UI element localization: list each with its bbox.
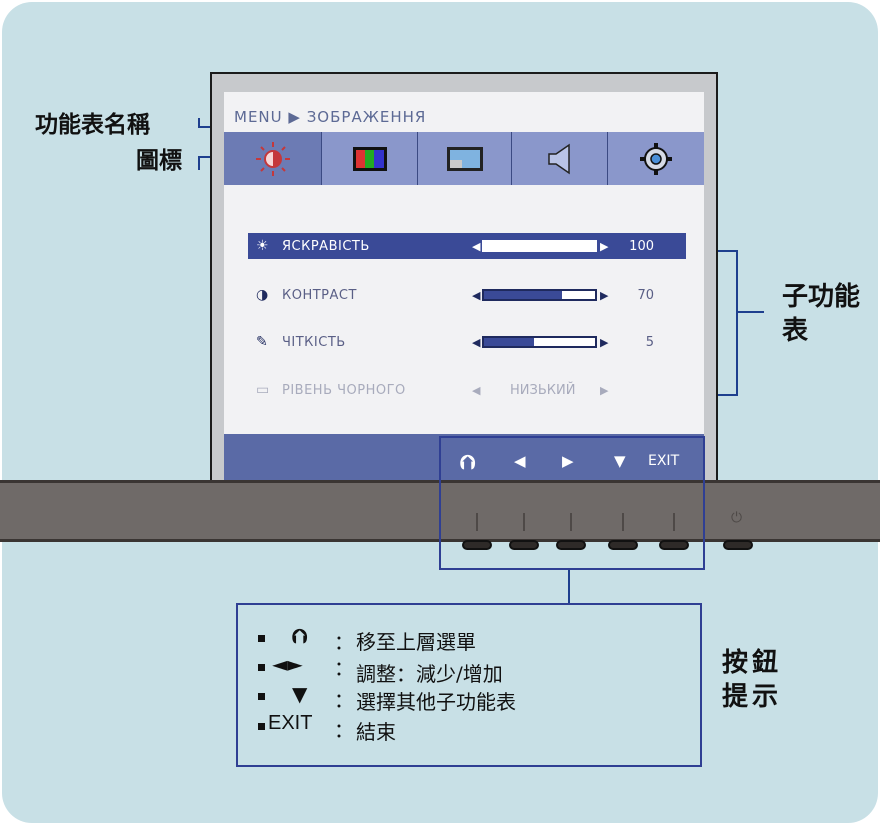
- color-bars-icon: [352, 146, 387, 171]
- power-button[interactable]: [723, 540, 753, 550]
- legend-text-up: 移至上層選單: [356, 630, 476, 654]
- row-label: ЧІТКІСТЬ: [282, 335, 346, 350]
- menu-name-leader-v: [198, 118, 200, 127]
- legend-symbol-exit: EXIT: [268, 712, 313, 734]
- exit-button[interactable]: EXIT: [648, 453, 680, 469]
- bullet: [258, 635, 265, 642]
- left-arrow-icon: ◀: [472, 384, 481, 397]
- right-arrow-icon: ▶: [600, 240, 609, 253]
- button-hint-callout-1: 按鈕: [722, 648, 783, 678]
- brightness-icon: [255, 141, 290, 176]
- exit-hw-button[interactable]: [659, 540, 689, 550]
- select-button[interactable]: [608, 540, 638, 550]
- legend-sep: ：: [334, 688, 354, 712]
- right-button[interactable]: [556, 540, 586, 550]
- right-arrow-icon[interactable]: ▶: [562, 452, 574, 470]
- left-arrow-icon[interactable]: ◀: [514, 452, 526, 470]
- button-marker: [523, 513, 525, 531]
- sun-icon: ☀: [256, 238, 269, 254]
- contrast-slider[interactable]: [482, 289, 597, 301]
- tab-settings[interactable]: [608, 132, 704, 185]
- row-value: 100: [629, 239, 654, 254]
- slider-fill: [484, 338, 534, 346]
- left-arrow-icon: ◀: [472, 289, 481, 302]
- menu-button[interactable]: [462, 540, 492, 550]
- legend-text-down: 選擇其他子功能表: [356, 690, 516, 714]
- black-level-icon: ▭: [256, 382, 270, 398]
- screen-position-icon: [446, 146, 483, 171]
- tab-color[interactable]: [322, 132, 418, 185]
- brightness-slider[interactable]: [482, 240, 597, 252]
- submenu-leader: [736, 311, 764, 313]
- legend-sep: ：: [334, 656, 354, 680]
- right-arrow-icon: ▶: [600, 336, 609, 349]
- button-highlight-box: [439, 436, 705, 570]
- row-value: НИЗЬКИЙ: [510, 383, 576, 398]
- setting-row-contrast[interactable]: ◑ КОНТРАСТ ◀ ▶ 70: [248, 282, 686, 308]
- slider-fill: [484, 242, 595, 250]
- menu-name-callout: 功能表名稱: [35, 112, 150, 138]
- down-arrow-icon[interactable]: ▼: [614, 452, 626, 470]
- legend-text-leftright: 調整：減少/增加: [356, 662, 503, 686]
- bullet: [258, 664, 265, 671]
- tab-picture[interactable]: [224, 132, 322, 185]
- legend-box: [236, 603, 702, 767]
- legend-symbol-up: ⮉: [292, 624, 308, 648]
- legend-sep: ：: [334, 718, 354, 742]
- submenu-callout-1: 子功能: [782, 282, 861, 312]
- row-value: 70: [637, 288, 654, 303]
- legend-symbol-down: ▼: [292, 682, 308, 706]
- icon-leader-v: [198, 156, 200, 170]
- right-arrow-icon: ▶: [600, 384, 609, 397]
- left-arrow-icon: ◀: [472, 240, 481, 253]
- legend-text-exit: 結束: [356, 720, 396, 744]
- button-marker: [622, 513, 624, 531]
- sharpness-slider[interactable]: [482, 336, 597, 348]
- tab-sound[interactable]: [512, 132, 608, 185]
- up-arrow-icon[interactable]: ⮉: [460, 450, 476, 474]
- contrast-icon: ◑: [256, 287, 269, 303]
- button-hint-callout-2: 提示: [722, 682, 783, 712]
- setting-row-sharpness[interactable]: ✎ ЧІТКІСТЬ ◀ ▶ 5: [248, 329, 686, 355]
- button-marker: [673, 513, 675, 531]
- legend-symbol-leftright: ◄►: [272, 652, 303, 676]
- setting-row-black-level: ▭ РІВЕНЬ ЧОРНОГО ◀ НИЗЬКИЙ ▶: [248, 377, 686, 403]
- osd-tab-bar: [224, 132, 704, 185]
- icon-leader: [198, 156, 212, 158]
- left-button[interactable]: [509, 540, 539, 550]
- hint-leader: [568, 570, 570, 604]
- power-icon: ⏻: [731, 510, 743, 526]
- submenu-bracket-top: [718, 250, 738, 252]
- sharpness-icon: ✎: [256, 334, 268, 350]
- legend-sep: ：: [334, 630, 354, 654]
- row-label: ЯСКРАВІСТЬ: [282, 239, 370, 254]
- osd-breadcrumb: MENU ▶ ЗОБРАЖЕННЯ: [234, 108, 427, 126]
- submenu-callout-2: 表: [782, 316, 809, 346]
- osd-menu: MENU ▶ ЗОБРАЖЕННЯ: [224, 92, 704, 490]
- icon-callout: 圖標: [136, 148, 182, 174]
- row-label: РІВЕНЬ ЧОРНОГО: [282, 383, 406, 398]
- menu-name-leader: [198, 126, 212, 128]
- row-value: 5: [645, 335, 654, 350]
- submenu-bracket-v: [736, 250, 738, 396]
- bullet: [258, 723, 265, 730]
- slider-fill: [484, 291, 562, 299]
- setting-row-brightness[interactable]: ☀ ЯСКРАВІСТЬ ◀ ▶ 100: [248, 233, 686, 259]
- settings-gear-icon: [640, 142, 672, 175]
- button-marker: [570, 513, 572, 531]
- speaker-icon: [547, 143, 570, 174]
- tab-position[interactable]: [418, 132, 512, 185]
- row-label: КОНТРАСТ: [282, 288, 357, 303]
- right-arrow-icon: ▶: [600, 289, 609, 302]
- bullet: [258, 693, 265, 700]
- button-marker: [476, 513, 478, 531]
- submenu-bracket-bottom: [718, 394, 738, 396]
- left-arrow-icon: ◀: [472, 336, 481, 349]
